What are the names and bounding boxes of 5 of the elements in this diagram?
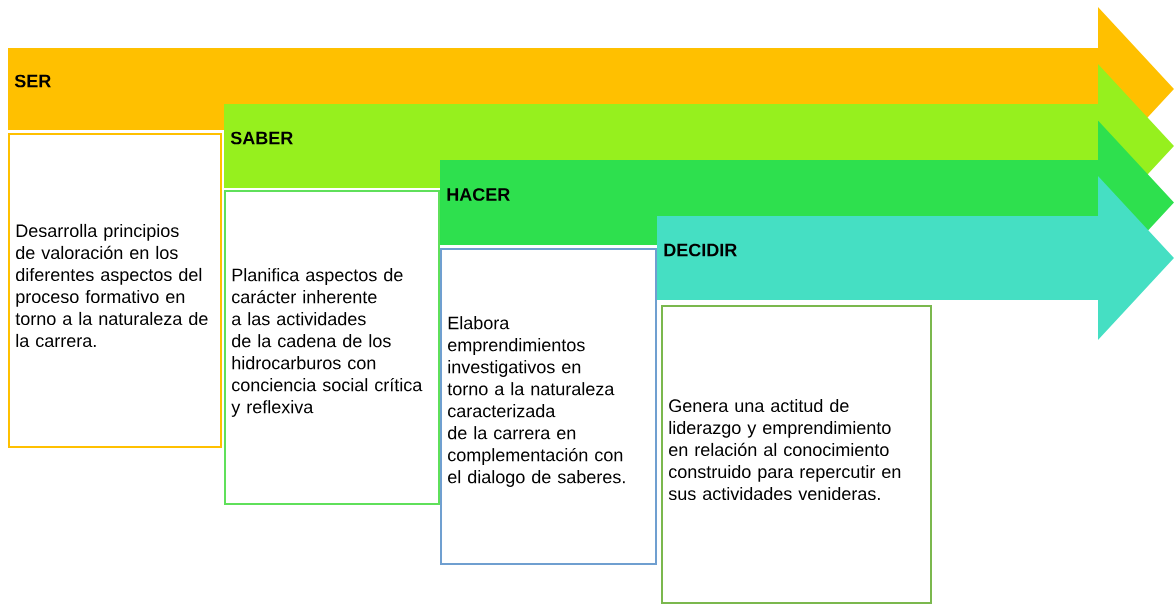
text-box: Genera una actitud de liderazgo y emprendimiento en relación al conocimiento construido para repercutir en sus actividades venideras.	[661, 305, 932, 604]
text-box: Elabora emprendimientos investigativos en torno a la naturaleza caracterizada de la carrera en complementación con el dialogo de saberes.	[440, 248, 657, 565]
text-box: Desarrolla principios de valoración en los diferentes aspectos del proceso formativo en torno a la naturaleza de la carrera.	[8, 133, 222, 448]
text-box: Planifica aspectos de carácter inherente a las actividades de la cadena de los hidrocarburos con conciencia social crítica y reflexiva	[224, 190, 440, 505]
arrow-band: DECIDIR	[657, 176, 1174, 340]
